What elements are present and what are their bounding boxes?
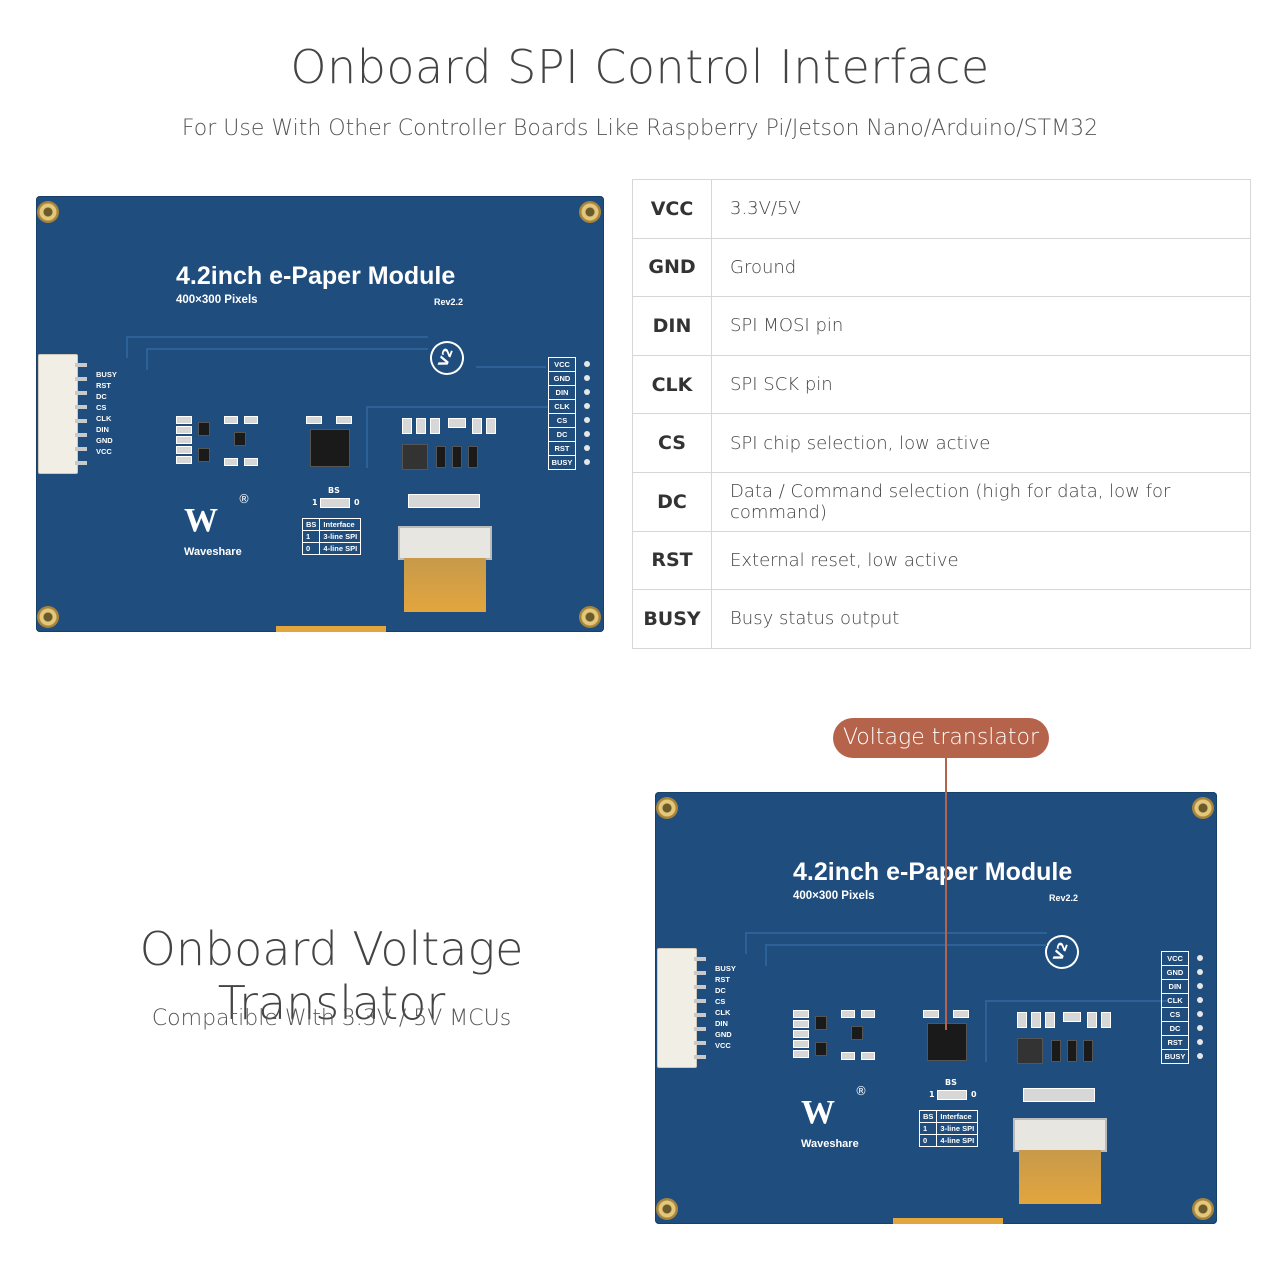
screw-icon bbox=[37, 201, 59, 223]
bs-one: 1 bbox=[312, 498, 318, 507]
page-subtitle: For Use With Other Controller Boards Lik… bbox=[181, 116, 1099, 141]
screw-icon bbox=[1192, 797, 1214, 819]
voltage-translator-chip bbox=[310, 429, 350, 467]
epaper-board-top: 4.2inch e-Paper Module 400×300 Pixels Re… bbox=[36, 196, 604, 632]
registered-mark: ® bbox=[855, 1084, 867, 1098]
callout-pointer-line bbox=[945, 758, 947, 1030]
screw-icon bbox=[37, 606, 59, 628]
epaper-board-bottom: 4.2inch e-Paper Module 400×300 Pixels Re… bbox=[655, 792, 1217, 1224]
screw-icon bbox=[656, 1198, 678, 1220]
screw-icon bbox=[656, 797, 678, 819]
voltage-translator-chip bbox=[927, 1023, 967, 1061]
header-connector bbox=[38, 354, 87, 474]
voltage-translator-callout: Voltage translator bbox=[833, 718, 1049, 758]
screw-icon bbox=[1192, 1198, 1214, 1220]
section-title: Onboard Voltage Translator bbox=[139, 922, 524, 1030]
header-connector bbox=[657, 948, 706, 1068]
bs-label: BS bbox=[328, 486, 340, 495]
bs-label: BS bbox=[945, 1078, 957, 1087]
screw-icon bbox=[579, 606, 601, 628]
ribbon-cable bbox=[1019, 1150, 1101, 1204]
screw-icon bbox=[579, 201, 601, 223]
pin-holes bbox=[1197, 955, 1203, 1067]
board-revision: Rev2.2 bbox=[434, 297, 464, 307]
fpc-connector bbox=[398, 526, 492, 560]
bs-zero: 0 bbox=[354, 498, 360, 507]
board-pixels: 400×300 Pixels bbox=[176, 294, 258, 306]
page-title: Onboard SPI Control Interface bbox=[290, 40, 990, 94]
board-pixels: 400×300 Pixels bbox=[793, 890, 875, 902]
version-mark: V2 bbox=[425, 336, 469, 380]
board-revision: Rev2.2 bbox=[1049, 893, 1079, 903]
fpc-connector bbox=[1013, 1118, 1107, 1152]
registered-mark: ® bbox=[238, 492, 250, 506]
waveshare-logo: W bbox=[184, 502, 218, 539]
bs-zero: 0 bbox=[971, 1090, 977, 1099]
waveshare-logo: W bbox=[801, 1094, 835, 1131]
ribbon-cable bbox=[404, 558, 486, 612]
pin-holes bbox=[584, 361, 590, 473]
brand-name: Waveshare bbox=[801, 1138, 859, 1150]
bs-one: 1 bbox=[929, 1090, 935, 1099]
brand-name: Waveshare bbox=[184, 546, 242, 558]
section-subtitle: Compatible With 3.3V / 5V MCUs bbox=[151, 1006, 512, 1031]
board-title: 4.2inch e-Paper Module bbox=[176, 262, 456, 290]
board-title: 4.2inch e-Paper Module bbox=[793, 858, 1073, 886]
